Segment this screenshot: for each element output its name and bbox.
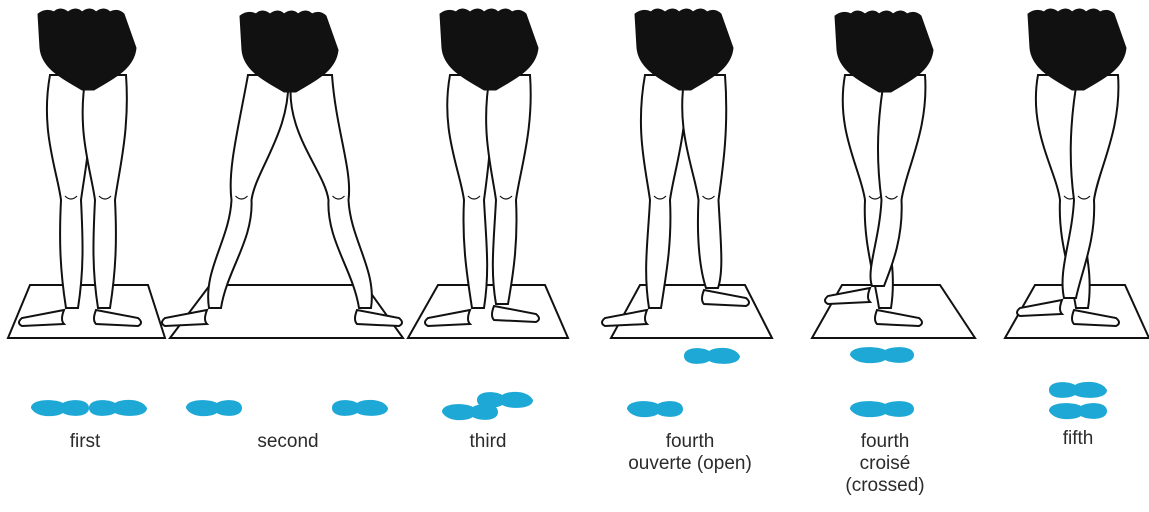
footprint-icon bbox=[684, 348, 740, 364]
footprint-icon bbox=[332, 400, 388, 416]
leg-figure-icon bbox=[825, 11, 933, 326]
leg-figure-icon bbox=[1017, 9, 1126, 326]
leg-figure-icon bbox=[425, 9, 539, 326]
leg-figure-icon bbox=[19, 9, 141, 326]
footprint-icon bbox=[850, 347, 914, 363]
footprint-icon bbox=[477, 392, 533, 408]
label-second: second bbox=[238, 431, 338, 453]
footprint-icon bbox=[89, 400, 147, 416]
footprint-icon bbox=[627, 401, 683, 417]
floor-square-icon bbox=[408, 285, 568, 338]
leg-figure-icon bbox=[602, 9, 749, 326]
leg-figure-icon bbox=[162, 11, 402, 326]
label-fourth-crossed: fourth croisé (crossed) bbox=[820, 431, 950, 497]
footprint-icon bbox=[31, 400, 89, 416]
footprint-icon bbox=[1049, 403, 1107, 419]
label-third: third bbox=[448, 431, 528, 453]
floor-square-icon bbox=[8, 285, 165, 338]
footprint-icon bbox=[1049, 382, 1107, 398]
label-fifth: fifth bbox=[1038, 428, 1118, 450]
label-first: first bbox=[45, 431, 125, 453]
footprint-icon bbox=[186, 400, 242, 416]
label-fourth-open: fourth ouverte (open) bbox=[605, 431, 775, 475]
footprint-icon bbox=[850, 401, 914, 417]
